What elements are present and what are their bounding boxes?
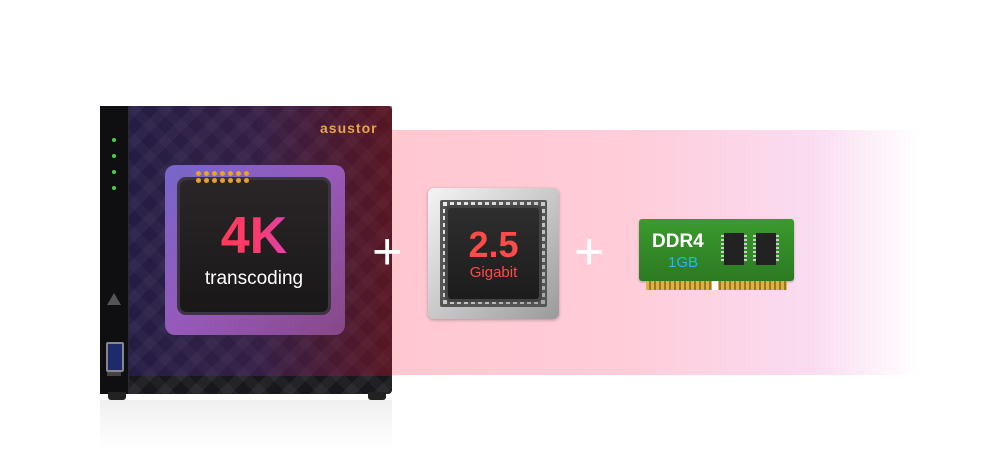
status-led-icon <box>112 170 116 174</box>
network-chip-die <box>448 208 539 299</box>
cpu-contact-dot <box>220 178 225 183</box>
cpu-contact-dot <box>196 171 201 176</box>
cpu-contact-dot <box>244 171 249 176</box>
ram-notch <box>712 281 718 290</box>
nas-reflection <box>100 400 392 450</box>
copy-button-icon <box>107 293 121 305</box>
status-led-icon <box>112 154 116 158</box>
cpu-caption: transcoding <box>204 268 304 289</box>
memory-chip-icon <box>753 233 779 265</box>
nas-foot <box>108 392 126 400</box>
nas-foot <box>368 392 386 400</box>
cpu-contact-dot <box>212 178 217 183</box>
status-led-icon <box>112 186 116 190</box>
cpu-contact-dot <box>228 178 233 183</box>
plus-icon: + <box>574 223 605 281</box>
cpu-contact-dot <box>196 178 201 183</box>
network-headline: 2.5 <box>468 224 519 265</box>
cpu-contact-dot <box>244 178 249 183</box>
cpu-contact-dot <box>236 171 241 176</box>
plus-icon: + <box>372 223 403 281</box>
brand-logo: asustor <box>320 120 378 136</box>
memory-headline: DDR4 <box>652 231 704 252</box>
usb-port-label <box>107 372 121 376</box>
cpu-contact-dot <box>204 178 209 183</box>
usb-port-icon <box>106 342 124 372</box>
cpu-headline: 4K <box>180 210 328 262</box>
cpu-contact-dot <box>236 178 241 183</box>
cpu-contact-dot <box>212 171 217 176</box>
cpu-contact-dot <box>204 171 209 176</box>
cpu-contact-dot <box>220 171 225 176</box>
network-caption: Gigabit <box>469 264 518 281</box>
status-led-icon <box>112 138 116 142</box>
cpu-die <box>180 180 328 312</box>
memory-chip-icon <box>721 233 747 265</box>
cpu-contact-dot <box>228 171 233 176</box>
memory-caption: 1GB <box>668 254 699 271</box>
